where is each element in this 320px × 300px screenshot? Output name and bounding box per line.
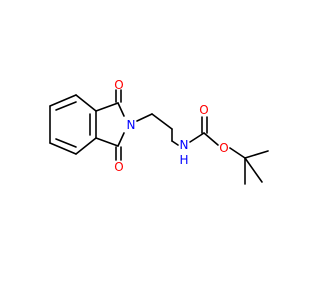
bond-n-ch2-1 bbox=[136, 113, 153, 122]
bond-c1-ring bbox=[95, 102, 119, 112]
bonds bbox=[49, 89, 269, 185]
atom-h-amide: H bbox=[179, 153, 188, 167]
atom-o-carbonyl: O bbox=[199, 103, 208, 117]
bond-c2-ring bbox=[95, 137, 119, 147]
bond-ch2-1-ch2-2 bbox=[151, 113, 173, 130]
atom-o-bottom: O bbox=[114, 160, 123, 174]
bond-ring-4 bbox=[75, 137, 97, 155]
atom-n-imide: N bbox=[127, 118, 136, 132]
bond-cq-me-right bbox=[244, 150, 269, 159]
bond-ring-double-1 bbox=[55, 101, 77, 111]
bond-c1-n bbox=[117, 102, 125, 117]
bond-nh-c bbox=[189, 132, 205, 143]
atom-o-top: O bbox=[114, 78, 123, 92]
atom-o-ester: O bbox=[219, 141, 228, 155]
bond-o-ester-cq bbox=[229, 147, 246, 159]
bond-ch2-3-nh bbox=[171, 140, 179, 146]
bond-cq-me-down-right bbox=[244, 157, 263, 183]
bond-ring-1 bbox=[49, 94, 77, 107]
bond-ring-double-3 bbox=[55, 138, 77, 148]
bond-ring-5 bbox=[49, 142, 77, 155]
bond-c2-n bbox=[117, 132, 125, 147]
molecule-structure: O O N N H O O bbox=[49, 78, 269, 185]
bond-ring-2 bbox=[75, 94, 97, 112]
bond-c-o-ester bbox=[203, 132, 219, 146]
atom-n-amide: N bbox=[180, 138, 189, 152]
atom-labels: O O N N H O O bbox=[114, 78, 228, 174]
